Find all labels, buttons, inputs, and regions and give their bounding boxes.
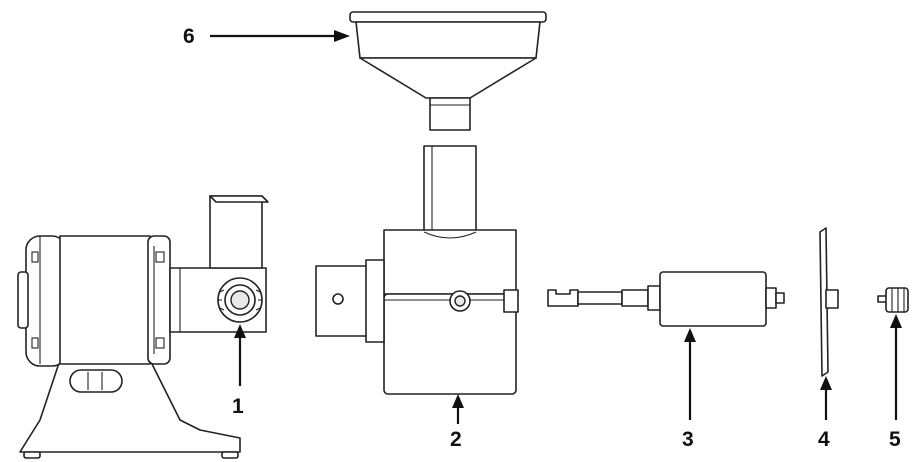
hopper-icon	[349, 11, 547, 131]
arrow-part-5	[890, 314, 902, 420]
housing-icon	[315, 145, 519, 395]
callout-5: 5	[889, 428, 901, 451]
callout-3: 3	[682, 428, 694, 451]
callout-4: 4	[818, 428, 830, 451]
arrow-part-4	[820, 376, 832, 420]
motor-unit-icon	[17, 195, 269, 459]
screw-shaft-icon	[547, 271, 785, 327]
arrow-part-3	[684, 328, 696, 420]
sieve-disc-icon	[819, 227, 839, 377]
callout-1: 1	[232, 395, 244, 418]
callout-6: 6	[183, 25, 195, 48]
arrow-part-6	[210, 30, 350, 42]
knob-icon	[877, 287, 909, 313]
callout-2: 2	[450, 428, 462, 451]
arrow-part-1	[234, 324, 246, 386]
arrow-part-2	[452, 394, 464, 424]
